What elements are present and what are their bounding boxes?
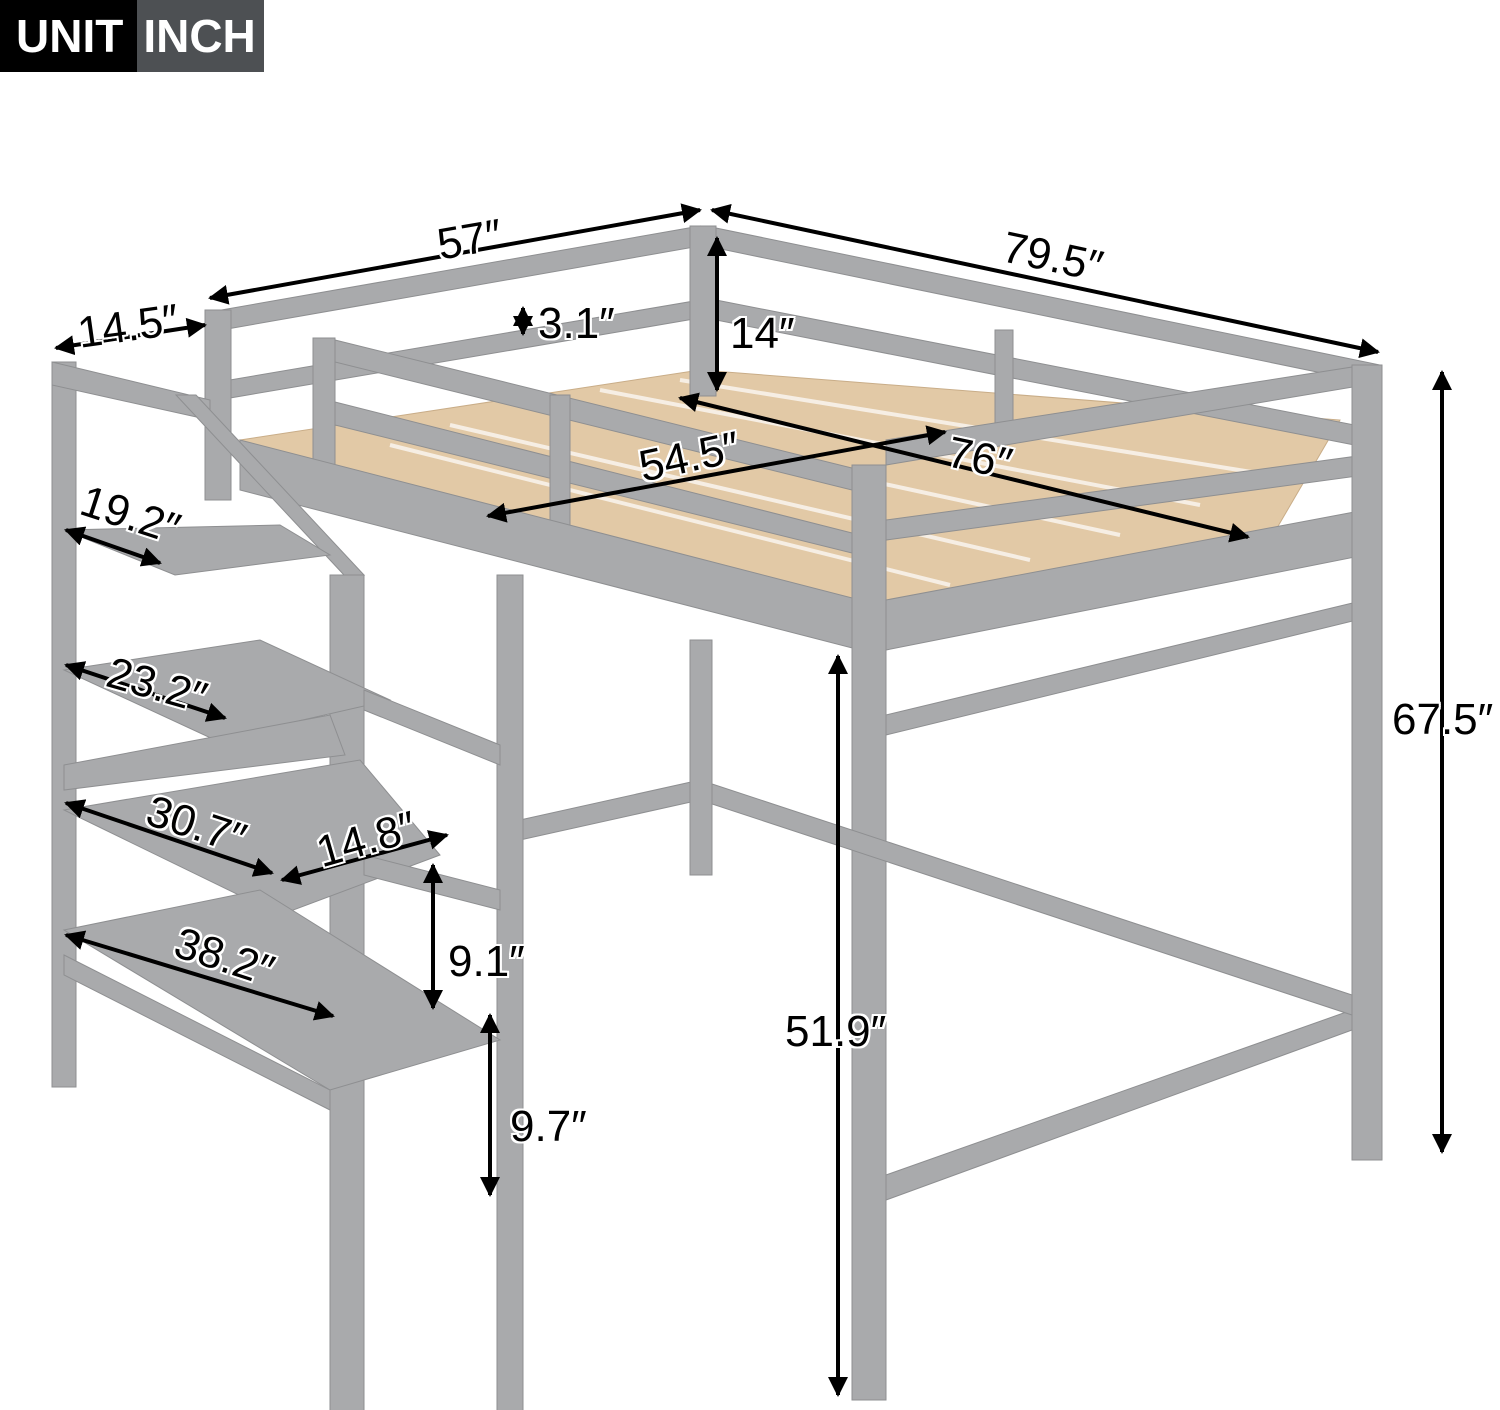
- label-underbed-clearance: 51.9″: [785, 1007, 887, 1056]
- label-rail-gap: 3.1″: [538, 299, 615, 348]
- unit-badge: UNIT INCH: [0, 0, 264, 72]
- arrow-step-3: [64, 799, 274, 877]
- unit-value: INCH: [137, 0, 264, 72]
- label-bottom-step: 9.7″: [510, 1102, 587, 1151]
- label-guardrail-height: 14″: [730, 309, 795, 358]
- arrow-step-1: [64, 526, 162, 567]
- arrow-mattress-length: [678, 392, 1250, 543]
- unit-label: UNIT: [0, 0, 138, 72]
- arrow-overall-length: [710, 203, 1380, 359]
- arrow-step-4: [64, 930, 335, 1021]
- arrow-step-2: [64, 661, 227, 722]
- dimension-arrows: [54, 203, 1452, 1397]
- label-step-rise: 9.1″: [448, 937, 525, 986]
- label-overall-width: 57″: [433, 210, 506, 270]
- label-overall-height: 67.5″: [1392, 695, 1494, 744]
- arrow-stair-depth-top: [54, 317, 207, 356]
- arrow-overall-width: [208, 203, 702, 305]
- arrow-step-depth: [280, 830, 449, 885]
